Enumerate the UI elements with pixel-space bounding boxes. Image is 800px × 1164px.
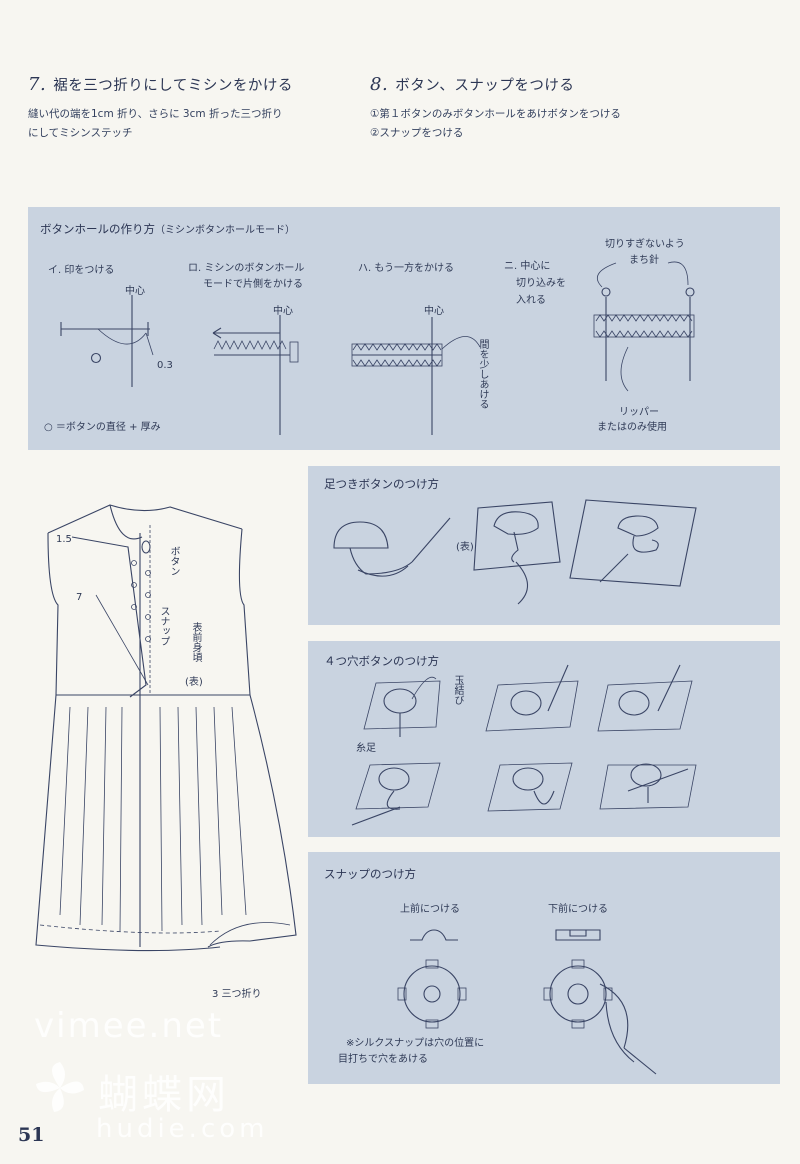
snap-title: スナップのつけ方	[324, 867, 416, 881]
shank-diagrams	[333, 499, 697, 605]
dress-hem-label: 3 三つ折り	[212, 989, 262, 1000]
snap-upper-label: 上前につける	[400, 904, 460, 915]
ripper-label-1: リッパー	[619, 407, 659, 418]
buttonhole-legend: ○ ＝ボタンの直径 + 厚み	[44, 422, 161, 433]
shank-step-1	[333, 517, 451, 577]
buttonhole-panel: ボタンホールの作り方（ミシンボタンホールモード） イ. 印をつける 中心 0.3…	[28, 207, 780, 450]
stem-label: 糸足	[356, 743, 376, 754]
shank-title: 足つきボタンのつけ方	[324, 477, 439, 491]
dress-illustration	[35, 504, 297, 952]
cut-diagram	[593, 261, 695, 392]
step-ni-label-1: ニ. 中心に	[504, 261, 551, 272]
four-hole-step-4	[351, 762, 441, 826]
snap-note-1: ※シルクスナップは穴の位置に	[346, 1038, 485, 1049]
step-ro-label-1: ロ. ミシンのボタンホール	[188, 263, 305, 274]
step-ni-label-2: 切り込みを	[516, 278, 566, 289]
step-7-heading: 7. 裾を三つ折りにしてミシンをかける	[28, 74, 293, 95]
step-7-title: 裾を三つ折りにしてミシンをかける	[53, 78, 293, 94]
snap-panel: スナップのつけ方 上前につける 下前につける ※シルクスナップは穴の位置に 目打…	[308, 852, 780, 1084]
step-8-line-1: ①第１ボタンのみボタンホールをあけボタンをつける	[370, 108, 621, 120]
four-hole-step-5	[487, 762, 573, 812]
measure-label: 0.3	[157, 360, 173, 371]
four-hole-step-2	[485, 664, 579, 732]
page-number: 51	[18, 1124, 45, 1146]
snap-female-side	[555, 929, 601, 941]
step-ni-label-3: 入れる	[516, 295, 546, 306]
step-8-heading: 8. ボタン、スナップをつける	[370, 74, 574, 95]
knot-label: 玉結び	[452, 675, 463, 705]
shank-step-2	[473, 501, 561, 605]
step-7-line-1: 縫い代の端を1cm 折り、さらに 3cm 折った三つ折り	[28, 108, 283, 120]
pin-note-1: 切りすぎないよう	[605, 239, 685, 250]
step-8-body: ①第１ボタンのみボタンホールをあけボタンをつける ②スナップをつける	[370, 105, 621, 143]
mark-diagram	[60, 295, 154, 387]
watermark-site-2: hudie.com	[96, 1114, 269, 1144]
snap-note-2: 目打ちで穴をあける	[338, 1054, 428, 1065]
buttonhole-title-text: ボタンホールの作り方	[40, 222, 155, 236]
snap-male-side	[410, 929, 458, 941]
dress-snap-label: スナップ	[158, 606, 169, 646]
step-7-body: 縫い代の端を1cm 折り、さらに 3cm 折った三つ折り にしてミシンステッチ	[28, 105, 282, 143]
four-hole-diagrams	[351, 664, 697, 826]
shank-step-3	[569, 499, 697, 587]
ripper-label-2: またはのみ使用	[597, 422, 667, 433]
both-sides-diagram	[351, 317, 481, 435]
center-label-1: 中心	[125, 286, 145, 297]
dress-button-label: ボタン	[168, 546, 179, 576]
gap-note: 間を少しあける	[477, 339, 488, 409]
four-hole-step-1	[363, 676, 441, 737]
four-hole-button-panel: ４つ穴ボタンのつけ方 玉結び 糸足	[308, 641, 780, 837]
buttonhole-title: ボタンホールの作り方（ミシンボタンホールモード）	[40, 221, 295, 237]
dress-front-label: 表前身頃	[190, 622, 201, 662]
snap-lower-label: 下前につける	[548, 904, 608, 915]
center-label-3: 中心	[424, 306, 444, 317]
snap-stitch-upper	[397, 959, 467, 1029]
shank-face-label: (表)	[456, 542, 474, 553]
step-ha-label: ハ. もう一方をかける	[358, 263, 455, 274]
center-label-2: 中心	[273, 306, 293, 317]
buttonhole-diagrams	[60, 261, 695, 435]
four-hole-title: ４つ穴ボタンのつけ方	[324, 654, 439, 668]
step-8-line-2: ②スナップをつける	[370, 127, 464, 139]
step-7-line-2: にしてミシンステッチ	[28, 127, 133, 139]
four-hole-step-3	[597, 664, 693, 732]
step-8-title: ボタン、スナップをつける	[395, 78, 575, 94]
watermark-flower-icon	[36, 1062, 84, 1112]
step-ro-label-2: モードで片側をかける	[203, 279, 303, 290]
snap-stitch-lower	[543, 959, 657, 1075]
one-side-diagram	[212, 315, 299, 435]
four-hole-step-6	[599, 763, 697, 810]
shank-button-panel: 足つきボタンのつけ方 (表)	[308, 466, 780, 625]
snap-diagrams	[397, 929, 657, 1075]
dress-measure-7: 7	[76, 592, 83, 603]
dress-measure-1-5: 1.5	[56, 534, 72, 545]
dress-outline	[35, 504, 297, 952]
buttonhole-subtitle: （ミシンボタンホールモード）	[155, 225, 295, 236]
dress-front-face-label: (表)	[185, 677, 203, 688]
watermark-brand: 蝴蝶网	[98, 1072, 230, 1118]
step-8-number: 8.	[370, 74, 389, 95]
step-i-label: イ. 印をつける	[48, 265, 115, 276]
watermark-site: vimee.net	[34, 1006, 224, 1046]
pin-note-2: まち針	[629, 255, 659, 266]
step-7-number: 7.	[28, 74, 47, 95]
